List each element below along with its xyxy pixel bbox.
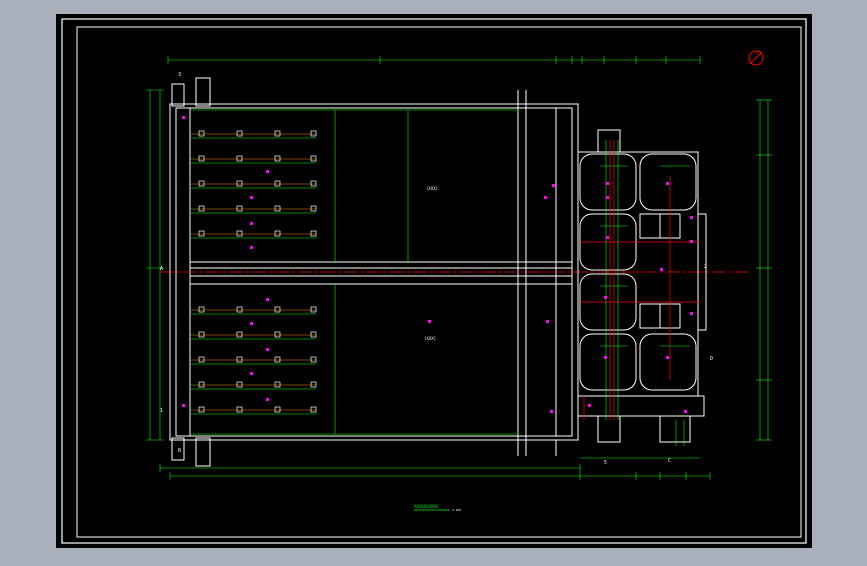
drawing-scale: 1:100 [452,508,461,512]
side-label-d: D [710,356,713,362]
drawing-title: XXXXXXXXXX [414,504,439,509]
side-label-a: A [160,266,163,272]
zone-label-upper: (XXX) [426,186,438,191]
clarifier-cells [579,153,697,391]
diffuser-nodes-upper [198,130,317,237]
left-dimension-chain [146,89,164,441]
side-label-c: C [668,458,671,464]
diffuser-nodes-lower [198,306,317,413]
zone-label-lower: (XXX) [424,336,436,341]
axis-label-right-2: 2 [704,264,707,270]
drawing-sheet [56,14,812,548]
top-dimension-chain [167,56,701,64]
aeration-pipes-lower-red [194,309,314,411]
equipment-tags [182,116,693,413]
right-dimension-chain [756,99,772,441]
basin-partitions [190,109,518,435]
side-label-b: B [178,448,181,454]
north-arrow-icon [748,50,764,66]
aeration-pipes-upper-red [194,133,314,235]
bottom-dimension-chain [159,457,711,480]
outer-frame [61,18,807,544]
axis-label-top-3: 3 [178,72,181,78]
axis-label-bottom-5: 5 [604,460,607,466]
inner-frame [76,26,802,538]
clarifier-green-lines [600,140,690,446]
clarifier-block [555,129,707,456]
axis-label-left-1: 1 [160,408,163,414]
